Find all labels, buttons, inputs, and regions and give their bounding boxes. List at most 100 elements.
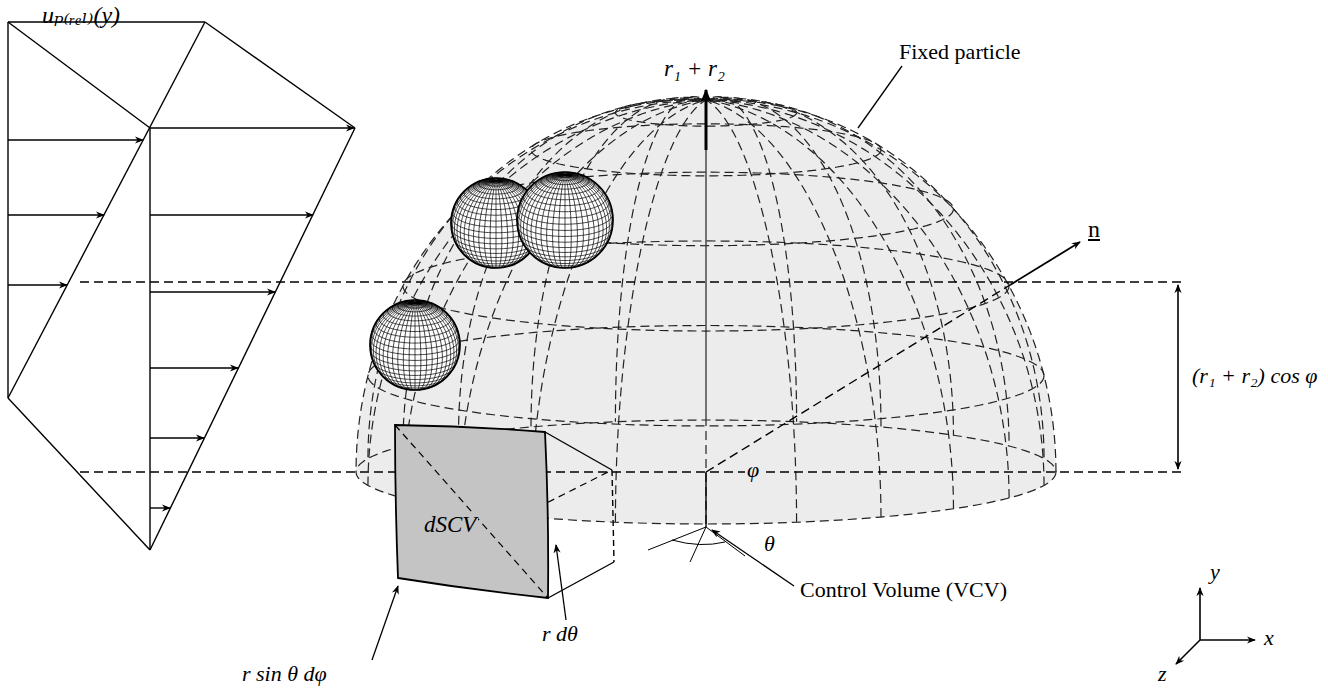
normal-vector (1010, 242, 1080, 285)
mesh-line (490, 179, 502, 183)
velocity-arrow (150, 291, 275, 292)
label: x (1262, 626, 1276, 650)
profile-edge (8, 22, 205, 398)
label: (r₁ + r₂) cos φ (1190, 364, 1319, 388)
particle-outline (517, 172, 613, 268)
mesh-line (373, 328, 456, 343)
mesh-line (411, 300, 427, 389)
mesh-line (409, 300, 432, 389)
mesh-line (521, 240, 608, 253)
profile-edge (8, 398, 150, 550)
mesh-line (383, 311, 447, 326)
axis-arrow (1176, 640, 1200, 664)
mesh-line (559, 173, 572, 177)
element-diagonal (395, 425, 548, 598)
label: n (1086, 216, 1102, 242)
label: dSCV (422, 512, 478, 537)
mesh-line (479, 178, 502, 267)
element-edge (548, 562, 614, 598)
reference-line (80, 471, 1182, 472)
mesh-line (553, 172, 578, 181)
velocity-arrow (8, 139, 143, 140)
axis-arrow (1199, 588, 1201, 640)
dimension-arrow (1177, 285, 1179, 469)
label: φ (745, 458, 761, 482)
particle-sphere (370, 300, 460, 390)
mesh-line (460, 180, 514, 263)
mesh-line (397, 302, 451, 385)
velocity-arrow (150, 214, 313, 215)
mesh-line (536, 180, 594, 194)
mesh-line (376, 322, 454, 338)
element-edge (545, 432, 612, 470)
meridian-line (531, 97, 881, 517)
mesh-line (379, 316, 450, 331)
control-volume-element (395, 425, 614, 598)
profile-edge (7, 22, 8, 398)
leader-line (556, 545, 566, 620)
velocity-arrow (8, 214, 104, 215)
mesh-line (370, 303, 457, 358)
mesh-line (490, 178, 513, 267)
mesh-line (372, 333, 459, 349)
mesh-line (474, 182, 519, 194)
mesh-line (529, 252, 601, 261)
mesh-line (546, 174, 603, 263)
mesh-line (527, 189, 603, 205)
meridian-line (615, 97, 796, 523)
mesh-line (496, 178, 497, 268)
velocity-arrow (8, 284, 67, 285)
mesh-line (484, 178, 507, 186)
mesh-line (374, 364, 456, 376)
element-edge (612, 470, 614, 562)
mesh-line (531, 173, 579, 264)
mesh-line (403, 300, 419, 389)
label: r₁ + r₂ (662, 56, 727, 81)
mesh-line (517, 220, 613, 236)
meridian-line (705, 96, 706, 524)
mesh-line (527, 174, 584, 263)
mesh-line (547, 173, 584, 185)
surface-element (395, 425, 548, 598)
mesh-line (370, 339, 459, 354)
mesh-line (518, 227, 613, 242)
label: θ (762, 532, 777, 556)
mesh-line (494, 178, 502, 268)
normal-line (706, 285, 1010, 472)
mesh-line (517, 175, 609, 234)
profile-edge (8, 22, 150, 128)
mesh-line (519, 175, 601, 250)
profile-edge (150, 128, 355, 550)
mesh-line (464, 179, 509, 265)
mesh-line (559, 172, 567, 268)
mesh-line (541, 176, 589, 189)
mesh-line (479, 179, 513, 190)
mesh-line (371, 352, 460, 366)
mesh-line (462, 253, 529, 261)
label: Control Volume (VCV) (798, 578, 1009, 602)
theta-arc (672, 540, 725, 545)
mesh-line (563, 172, 571, 268)
leader-line (372, 586, 398, 660)
mesh-line (381, 375, 448, 383)
particles (370, 172, 613, 390)
velocity-profile (8, 22, 355, 550)
mesh-line (484, 178, 500, 267)
velocity-arrow (150, 437, 204, 438)
latitude-line (368, 325, 1044, 425)
mesh-line (469, 185, 524, 198)
theta-fan (648, 527, 745, 562)
velocity-arrow (150, 507, 170, 508)
mesh-line (403, 300, 426, 308)
mesh-line (565, 172, 566, 268)
leader-line (858, 66, 902, 128)
profile-edge (205, 22, 355, 128)
mesh-line (409, 301, 421, 305)
mesh-line (523, 195, 606, 212)
label: y (1208, 560, 1222, 584)
mesh-line (372, 303, 449, 373)
mesh-line (547, 172, 572, 267)
mesh-line (413, 300, 421, 390)
